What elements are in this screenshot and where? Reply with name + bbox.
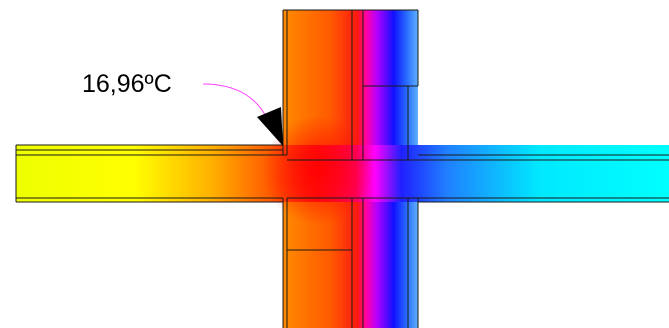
junction-hotspot — [258, 117, 378, 227]
annotation-arrow-head — [257, 107, 283, 146]
slab-outlines — [15, 144, 669, 203]
annotation-leader-line — [202, 83, 269, 121]
wall-outlines — [282, 9, 419, 328]
temperature-label: 16,96ºC — [82, 70, 172, 98]
